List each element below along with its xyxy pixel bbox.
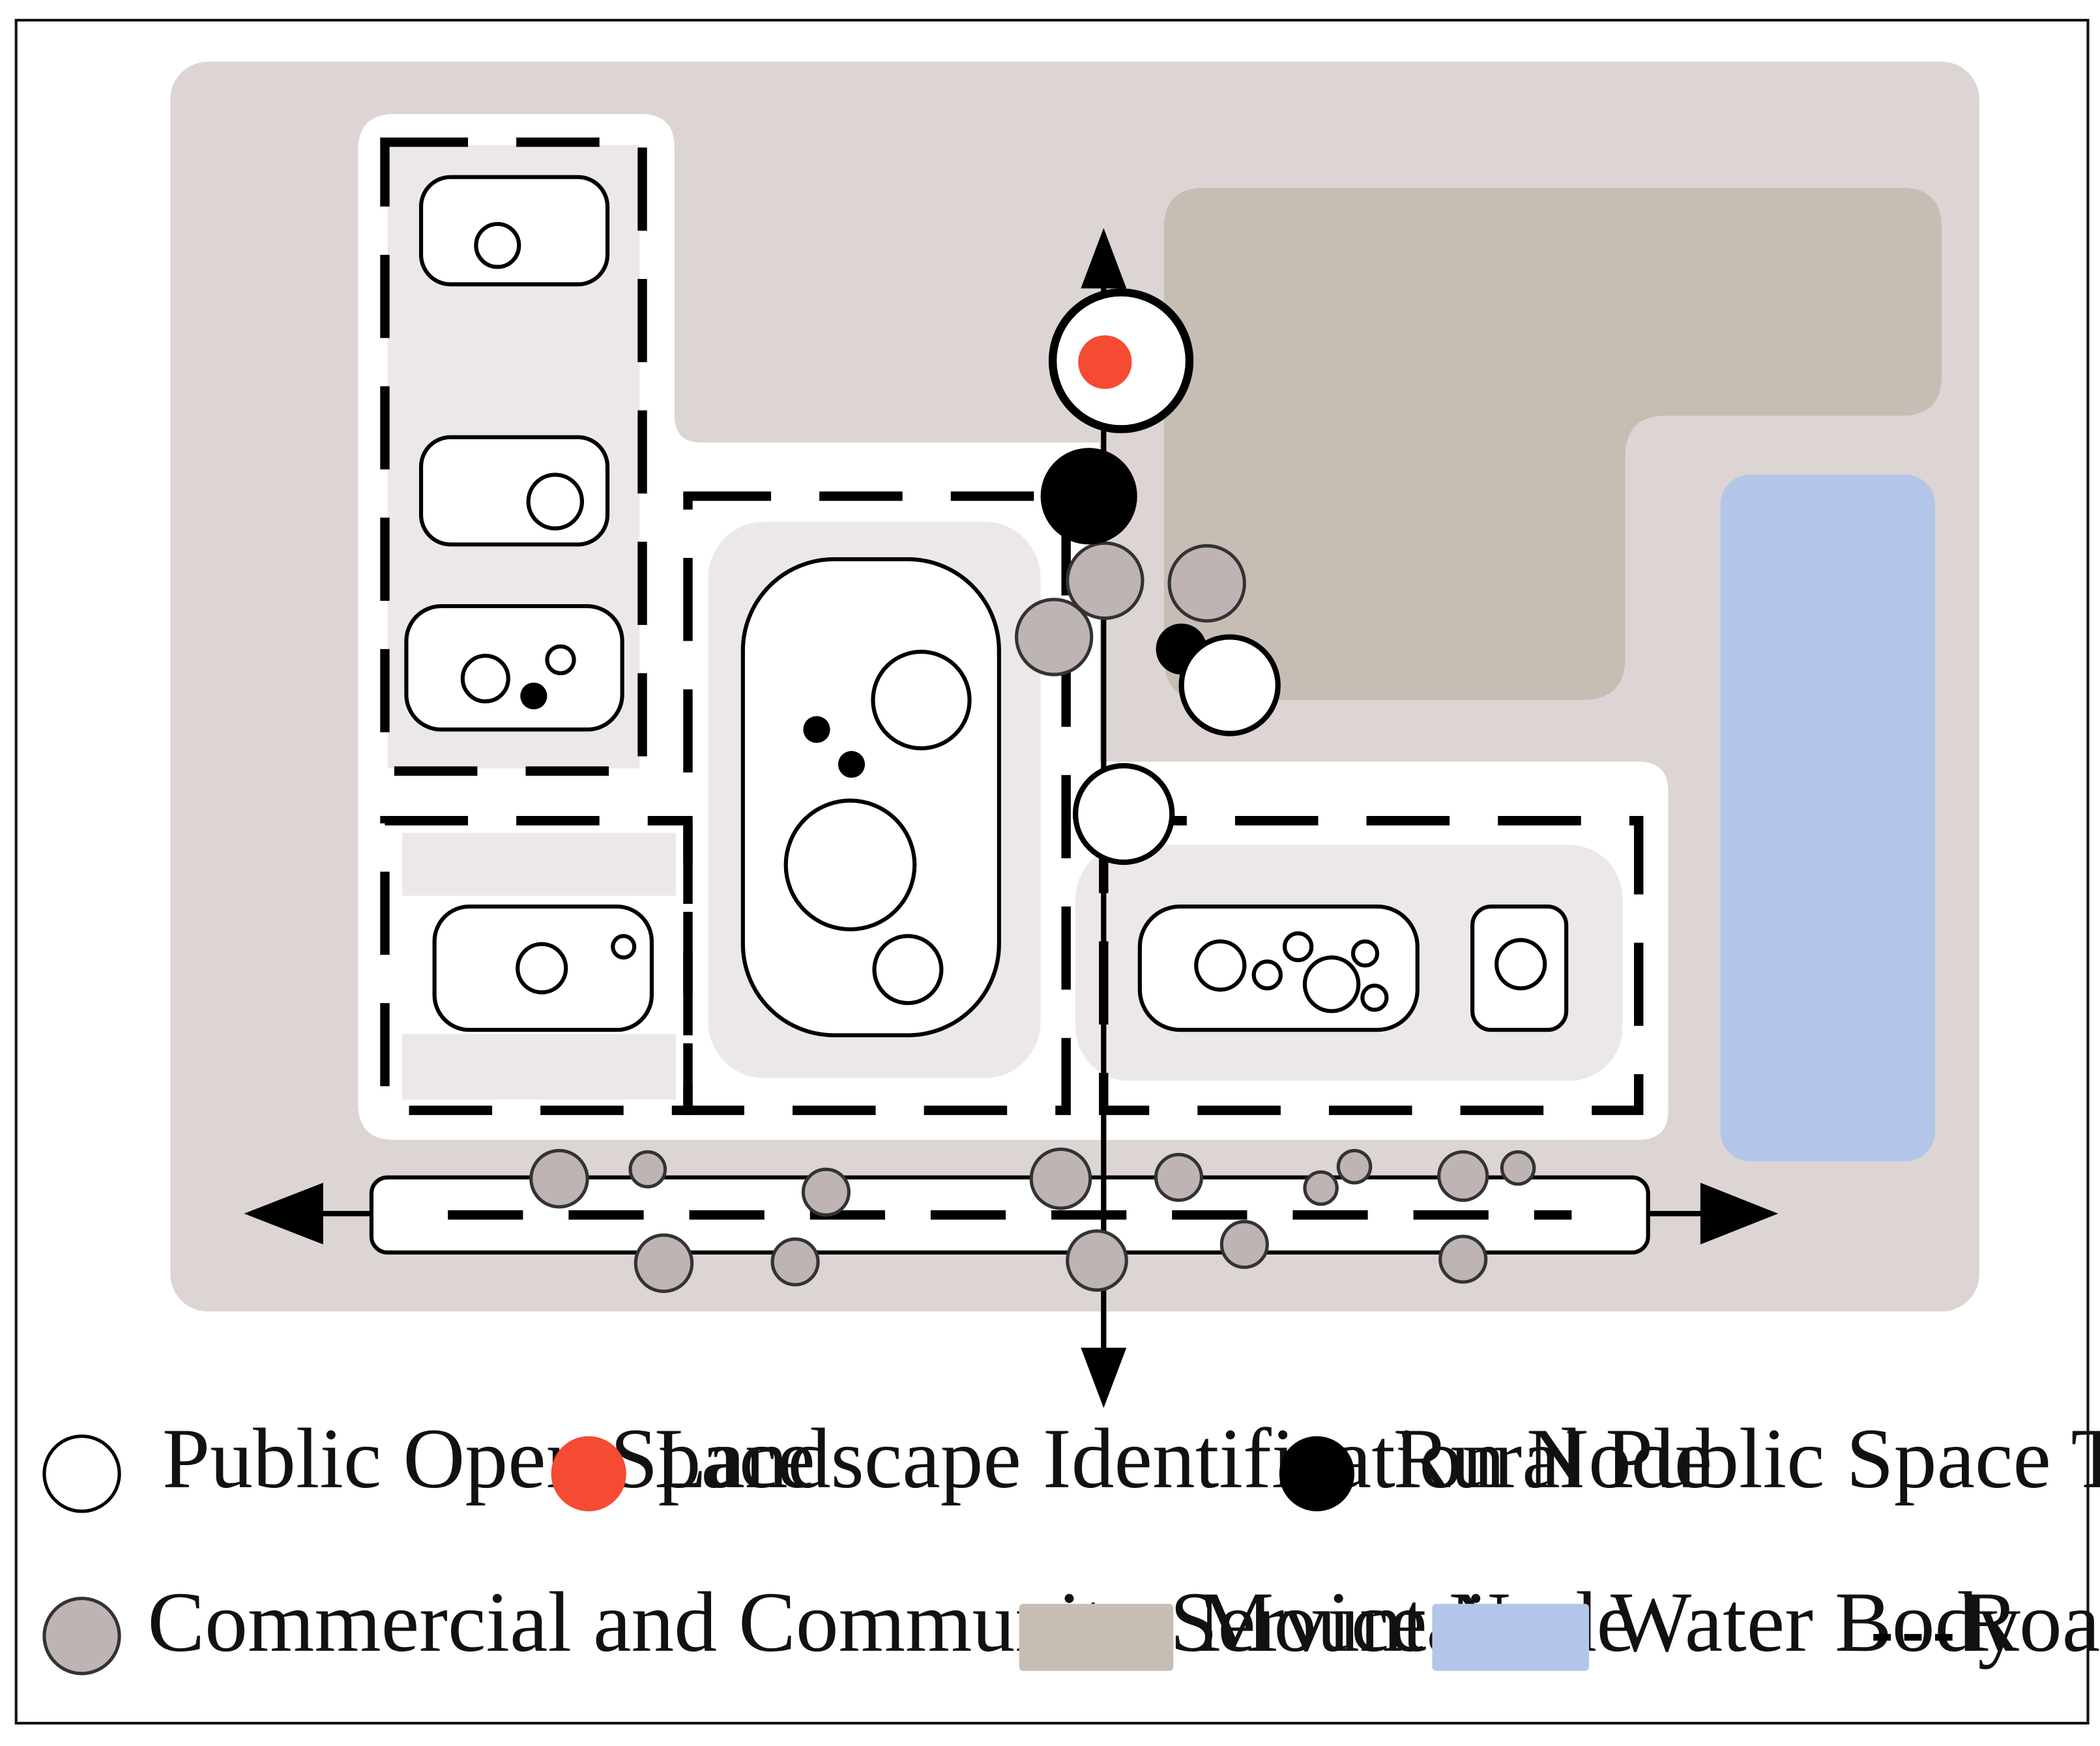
water-body [1720, 474, 1935, 1161]
legend-landscape-node-swatch [551, 1436, 626, 1511]
legend-tourism-node-swatch [1279, 1436, 1355, 1511]
legend-public-open-space-label: Public Open Space [162, 1412, 815, 1506]
legend-landscape-node-label: Landscape Identification Node [654, 1412, 1712, 1506]
legend-road-label: Road [1962, 1575, 2100, 1670]
legend-mountain-swatch [1019, 1603, 1174, 1671]
light-zone [402, 1034, 676, 1100]
legend-water-label: Water Body [1611, 1575, 2020, 1670]
legend-commercial-node-label: Commercial and Community Service Node [147, 1575, 1635, 1670]
main-road-east-west [244, 1175, 1779, 1255]
legend-water-swatch [1432, 1603, 1590, 1671]
public-open-space-nodes-large [1072, 634, 1281, 866]
mountain-area [1163, 188, 1942, 701]
legend-tourism-node-label: Rural Public Space Tourism Nodes [1393, 1412, 2100, 1506]
legend-commercial-node-swatch [42, 1597, 121, 1676]
legend: Public Open Space Landscape Identificati… [42, 1412, 2100, 1676]
light-zone [402, 832, 676, 896]
commercial-community-service-nodes [529, 541, 1536, 1294]
public-open-space-nodes [460, 222, 1547, 1013]
legend-public-open-space-swatch [42, 1434, 121, 1513]
rural-public-space-tourism-nodes [520, 682, 866, 778]
landscape-identification-node [1048, 288, 1194, 433]
